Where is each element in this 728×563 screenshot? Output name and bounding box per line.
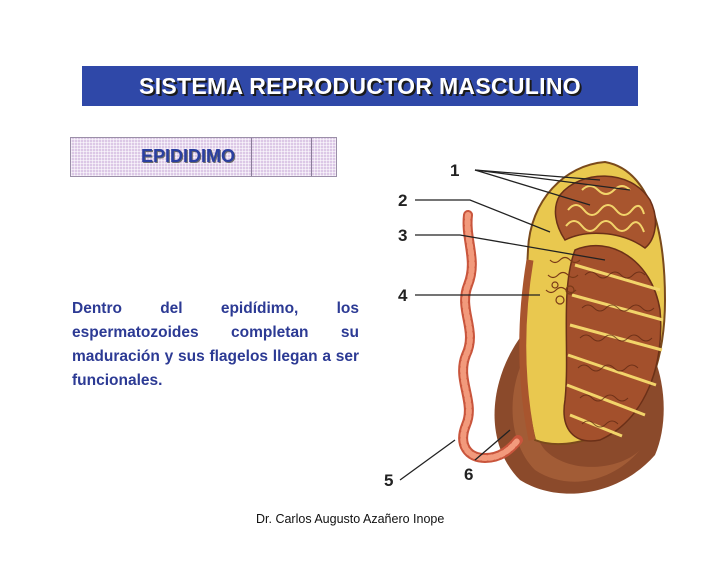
subtitle-divider [311, 138, 312, 176]
diagram-label-6: 6 [464, 465, 473, 484]
slide-title-bar: SISTEMA REPRODUCTOR MASCULINO [82, 66, 638, 106]
subtitle-box: EPIDIDIMO [70, 137, 337, 177]
diagram-label-3: 3 [398, 226, 407, 245]
diagram-label-4: 4 [398, 286, 408, 305]
slide-subtitle: EPIDIDIMO [141, 146, 235, 167]
diagram-label-2: 2 [398, 191, 407, 210]
slide-body-text: Dentro del epidídimo, los espermatozoide… [72, 297, 359, 393]
diagram-label-5: 5 [384, 471, 393, 490]
subtitle-divider [251, 138, 252, 176]
epididymis-diagram: 1 2 3 4 5 6 [360, 140, 670, 505]
diagram-label-1: 1 [450, 161, 459, 180]
slide-title: SISTEMA REPRODUCTOR MASCULINO [139, 73, 581, 100]
slide-footer-credit: Dr. Carlos Augusto Azañero Inope [256, 512, 444, 526]
